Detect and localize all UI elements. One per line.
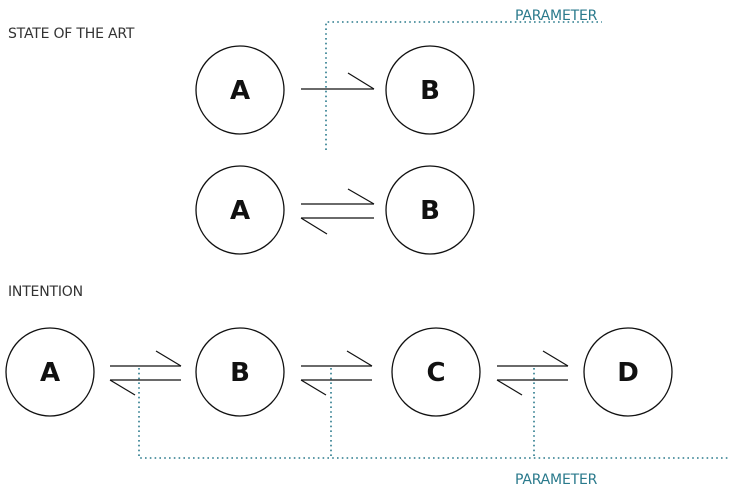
node-intention-d: D [583,327,673,417]
parameter-line-bottom [138,368,730,459]
intention-equilibrium-arrow-2 [300,350,373,396]
parameter-label-top: PARAMETER [515,8,598,24]
sota-row2-equilibrium-arrow [300,188,375,235]
node-label: A [230,196,250,226]
node-label: B [420,76,440,106]
node-intention-a: A [5,327,95,417]
intention-equilibrium-arrow-3 [496,350,569,396]
parameter-label-bottom: PARAMETER [515,472,598,488]
node-label: B [420,196,440,226]
node-sota-row2-a: A [195,165,285,255]
intention-equilibrium-arrow-1 [109,350,182,396]
sota-row1-arrow [301,72,375,90]
node-label: B [230,358,250,388]
node-sota-row2-b: B [385,165,475,255]
node-label: A [230,76,250,106]
node-intention-b: B [195,327,285,417]
parameter-line-top [325,21,602,150]
node-label: C [426,358,445,388]
node-label: A [40,358,60,388]
section-label-intention: INTENTION [8,284,83,300]
section-label-state-of-the-art: STATE OF THE ART [8,26,135,42]
node-label: D [617,358,639,388]
node-intention-c: C [391,327,481,417]
node-sota-row1-a: A [195,45,285,135]
node-sota-row1-b: B [385,45,475,135]
